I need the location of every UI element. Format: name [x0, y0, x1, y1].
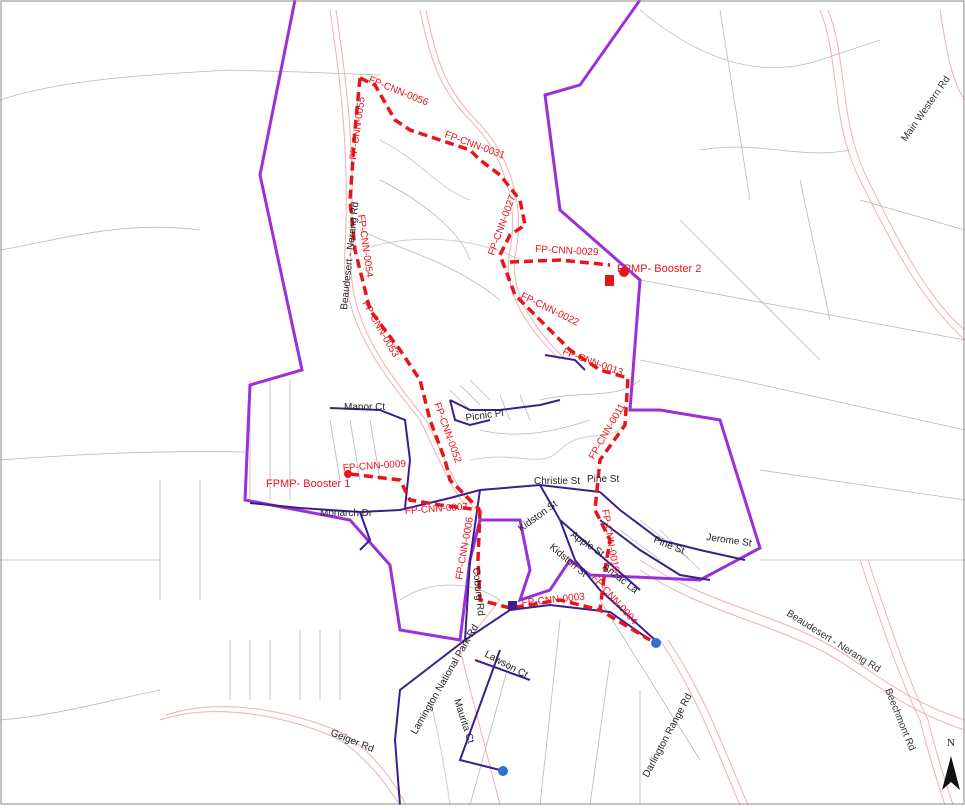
pump-square-icon[interactable]	[508, 601, 517, 610]
blue-dot-icon[interactable]	[651, 638, 661, 648]
booster-label-2: FPMP- Booster 2	[617, 263, 701, 275]
trunk-main	[348, 76, 651, 642]
trunk-label: FP-CNN-0009	[342, 459, 406, 474]
red-dot-icon[interactable]	[344, 470, 352, 478]
booster-label-1: FPMP- Booster 1	[266, 478, 350, 490]
street-label: Monarch Dr	[320, 508, 373, 519]
local-roads	[359, 139, 621, 806]
street-label: Coburg Rd	[470, 567, 486, 616]
road-casings	[159, 9, 965, 806]
trunk-label: FP-CNN-0029	[535, 244, 599, 258]
booster-points	[344, 267, 661, 776]
street-label: Picnic Pl	[465, 408, 505, 424]
trunk-label: FP-CNN-0007	[404, 502, 468, 517]
street-label: Christie St	[534, 476, 580, 487]
red-dot-icon[interactable]	[619, 267, 629, 277]
street-label: Manor Ct	[344, 402, 385, 413]
booster-square-icon[interactable]	[605, 275, 614, 286]
north-label: N	[947, 737, 955, 749]
blue-dot-icon[interactable]	[498, 766, 508, 776]
lot-boundaries	[0, 9, 965, 806]
street-label: Pine St	[587, 474, 619, 485]
water-network	[249, 354, 746, 806]
north-arrow-icon: N	[942, 737, 960, 790]
